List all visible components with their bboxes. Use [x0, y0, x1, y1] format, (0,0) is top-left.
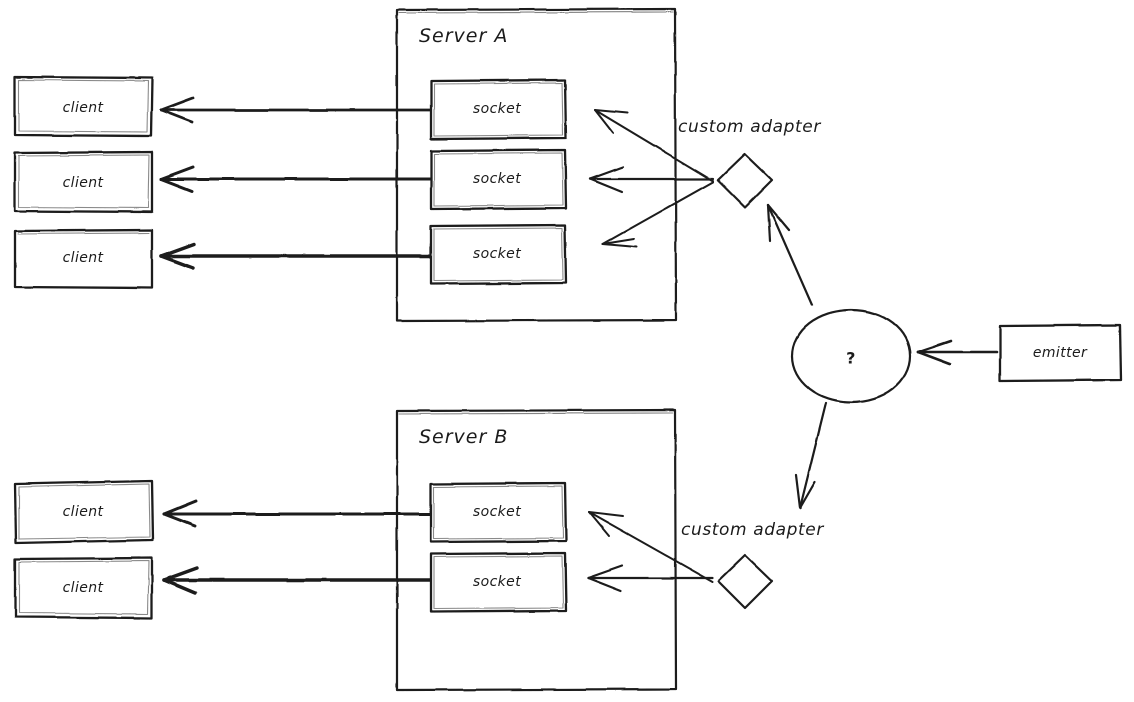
emitter-hit-area[interactable]: [999, 325, 1121, 381]
socket-b1-box[interactable]: [429, 481, 568, 544]
arrow-socket-a1-to-client-1: [159, 96, 432, 124]
socket-a1-box[interactable]: [429, 78, 568, 141]
arrow-socket-b2-to-client-5: [162, 566, 432, 595]
socket-a3-box[interactable]: [429, 223, 568, 286]
client-5-box[interactable]: [13, 556, 154, 620]
adapter-bottom-diamond[interactable]: [716, 553, 774, 610]
arrow-adapter-top-to-socket-a3: [602, 181, 714, 248]
client-4-box[interactable]: [13, 479, 155, 545]
server-a-hit-area[interactable]: [396, 8, 676, 321]
arrow-adapter-bottom-to-socket-b2: [586, 564, 715, 593]
hub-ellipse[interactable]: [790, 308, 912, 404]
socket-b2-box[interactable]: [429, 551, 568, 614]
client-1-box[interactable]: [13, 75, 154, 138]
hub-hit-area[interactable]: [792, 310, 910, 402]
arrow-socket-a2-to-client-2: [159, 165, 432, 193]
arrow-emitter-to-hub: [916, 339, 999, 366]
adapter-top-hit-area[interactable]: [718, 153, 772, 207]
arrow-hub-to-adapter-bottom: [794, 401, 828, 510]
arrow-adapter-bottom-to-socket-b1: [588, 511, 714, 583]
arrow-hub-to-adapter-top: [766, 203, 814, 307]
arrow-adapter-top-to-socket-a2: [588, 165, 715, 194]
emitter-box[interactable]: [998, 323, 1123, 383]
server-a-box[interactable]: [395, 7, 678, 323]
arrow-socket-b1-to-client-4: [162, 499, 432, 528]
socket-a2-box[interactable]: [429, 148, 568, 211]
client-3-box[interactable]: [13, 228, 154, 290]
arrow-socket-a3-to-client-3: [159, 242, 432, 270]
arrow-adapter-top-to-socket-a1: [594, 109, 714, 182]
adapter-top-diamond[interactable]: [716, 152, 774, 209]
client-2-box[interactable]: [13, 150, 154, 214]
server-b-hit-area[interactable]: [396, 409, 676, 690]
adapter-bottom-hit-area[interactable]: [718, 554, 772, 608]
server-b-box[interactable]: [395, 408, 678, 692]
